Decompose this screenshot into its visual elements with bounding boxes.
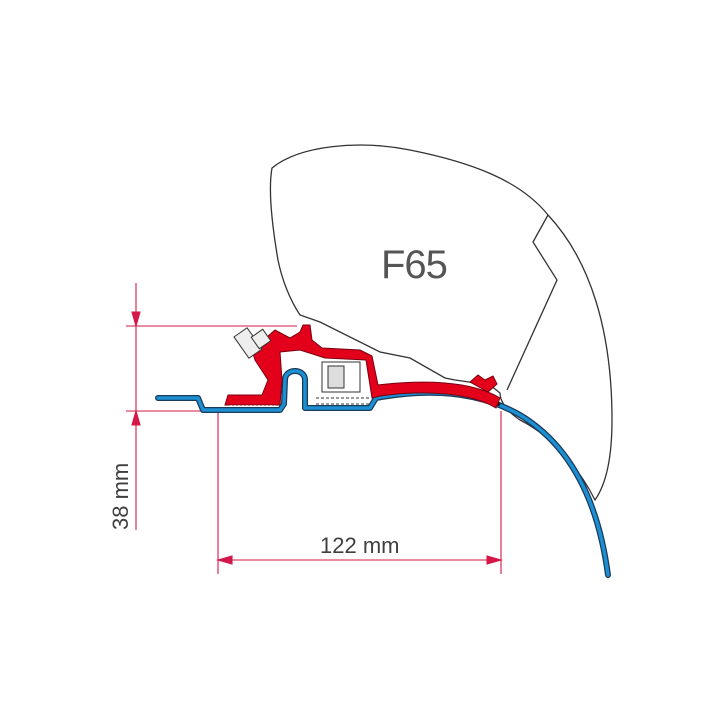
- bolt-assembly: [233, 327, 370, 405]
- product-label: F65: [381, 243, 447, 287]
- arrow-left-icon: [215, 555, 233, 565]
- dimension-lines: [126, 283, 504, 574]
- adapter-bracket: [224, 324, 501, 409]
- arrow-down-icon: [131, 311, 141, 329]
- awning-housing: F65: [269, 144, 613, 502]
- width-dimension-label: 122 mm: [320, 533, 399, 558]
- arrow-right-icon: [486, 555, 504, 565]
- arrow-up-icon: [131, 408, 141, 426]
- height-dimension-label: 38 mm: [108, 463, 133, 530]
